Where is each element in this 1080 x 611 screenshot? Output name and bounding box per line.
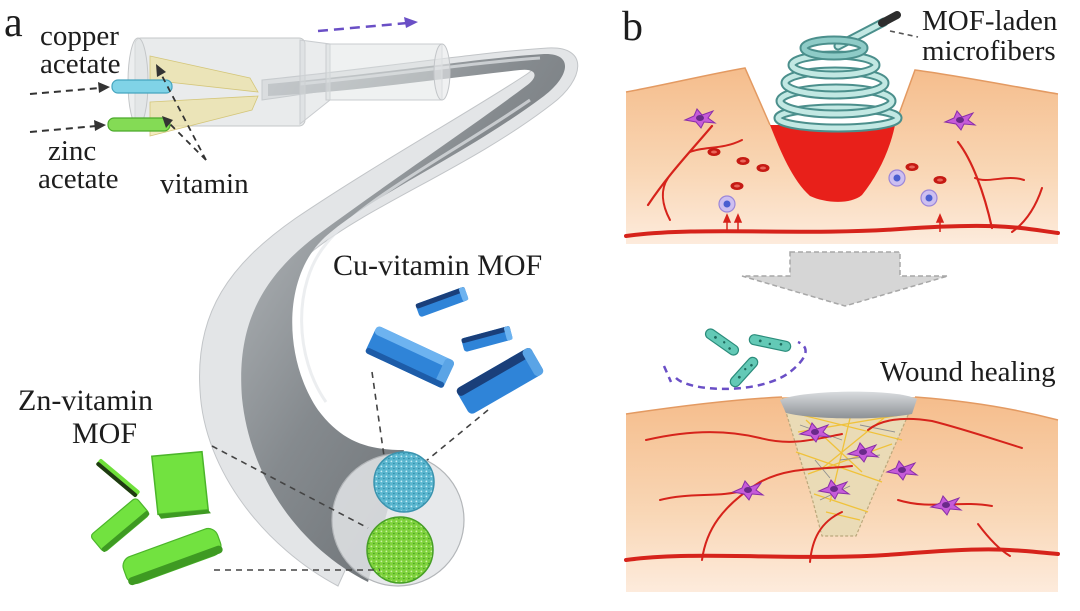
red-blood-cell <box>933 176 947 184</box>
mof-laden-microfibers-label-line2: microfibers <box>922 35 1056 67</box>
vitamin-channel-upper <box>149 55 259 93</box>
cu-mof-crystal <box>456 347 544 414</box>
bacterium <box>729 356 759 388</box>
red-blood-cell <box>707 148 721 156</box>
zn-mof-pointer-lines <box>211 445 380 571</box>
red-blood-cell <box>736 157 750 165</box>
collection-tube <box>325 43 443 101</box>
zn-mof-crystal <box>151 450 211 519</box>
red-blood-cell <box>756 164 770 172</box>
transition-arrow <box>741 251 949 307</box>
copper-capillary <box>111 79 173 94</box>
bacterium <box>748 334 792 352</box>
wound-skin-after <box>624 391 1060 592</box>
panel-a: a copper acetate <box>4 0 579 587</box>
mof-microfiber-coil <box>773 11 903 133</box>
zinc-acetate-label-line2: acetate <box>38 163 118 195</box>
bacteria-repel-trajectory <box>662 340 807 391</box>
vitamin-label: vitamin <box>160 168 249 200</box>
zinc-acetate-label-line1: zinc <box>48 135 96 167</box>
cu-mof-crystal <box>461 326 513 352</box>
zinc-capillary <box>107 117 171 132</box>
copper-acetate-label-line2: acetate <box>40 48 120 80</box>
cu-vitamin-mof-label: Cu-vitamin MOF <box>333 249 542 282</box>
coaxial-nozzle <box>107 37 451 137</box>
blood-vessels <box>624 124 1060 238</box>
bacterium <box>704 328 740 356</box>
microfibers-pointer-line <box>889 30 919 38</box>
immune-cell <box>920 189 938 207</box>
immune-cell <box>888 169 906 187</box>
copper-acetate-arrow <box>29 82 110 95</box>
fiber-core <box>241 53 566 582</box>
zn-vitamin-mof-label-line2: MOF <box>72 417 137 450</box>
collection-tube-end <box>433 43 451 101</box>
wound-healing-label: Wound healing <box>880 356 1056 388</box>
red-blood-cell <box>730 182 744 190</box>
cu-mof-core <box>373 451 435 513</box>
cu-mof-crystal <box>415 287 469 317</box>
red-blood-cell <box>905 163 919 171</box>
immune-cell <box>718 195 736 213</box>
zn-mof-crystal <box>122 527 223 586</box>
mof-laden-microfibers-label-line1: MOF-laden <box>922 5 1058 37</box>
cu-mof-crystal <box>365 326 454 388</box>
migration-arrows <box>722 213 945 232</box>
wound-skin-before <box>624 67 1060 244</box>
panel-b: b <box>622 4 1060 592</box>
vitamin-pointer-lines <box>156 64 207 161</box>
zn-mof-crystal <box>96 459 140 497</box>
copper-acetate-label-line1: copper <box>40 20 119 52</box>
cu-mof-pointer-lines <box>371 371 489 471</box>
bacteria-cluster <box>662 328 807 391</box>
zn-mof-core <box>366 516 434 584</box>
panel-a-label: a <box>4 0 23 46</box>
skin-surface-edge-healed <box>625 396 1059 421</box>
zn-vitamin-mof-label-line1: Zn-vitamin <box>18 384 153 417</box>
zinc-acetate-arrow <box>29 120 106 133</box>
flow-direction-arrow <box>317 17 418 33</box>
skin-surface-edge <box>625 67 1059 126</box>
wound-blood <box>770 125 895 202</box>
zn-mof-crystal <box>90 498 150 552</box>
panel-b-label: b <box>622 4 643 50</box>
healed-scab-cap <box>780 391 917 419</box>
